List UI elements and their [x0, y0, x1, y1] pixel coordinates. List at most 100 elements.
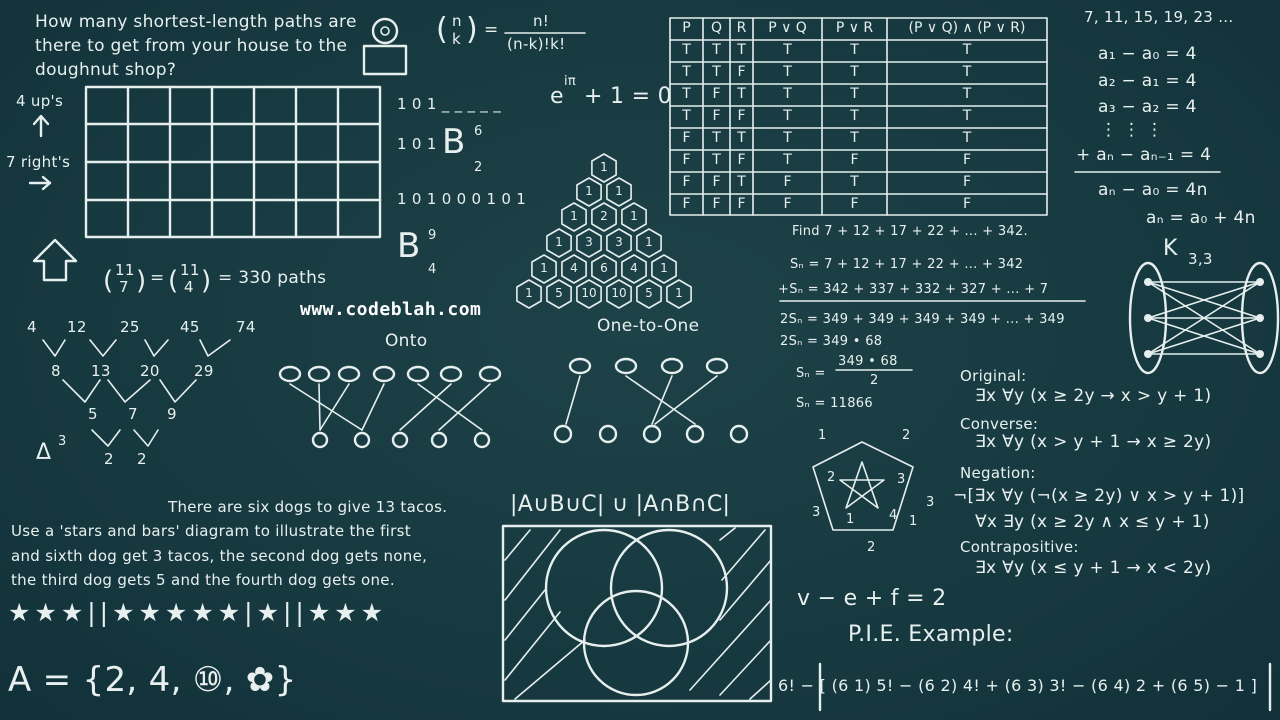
pentagon-number: 3	[897, 472, 906, 487]
pascal-cell: 1	[660, 261, 668, 275]
pascal-cell: 1	[615, 184, 623, 198]
truth-table-cell: F	[850, 196, 859, 212]
truth-table-cell: T	[783, 152, 792, 168]
one-to-one-mapping	[553, 357, 749, 444]
choose-bottom: k	[452, 30, 461, 48]
truth-table-cell: F	[737, 108, 746, 124]
sequence-line: aₙ − a₀ = 4n	[1098, 180, 1208, 200]
binary-string-3: 1 0 1 0 0 0 1 0 1	[397, 190, 527, 208]
sequence-line: a₁ − a₀ = 4	[1098, 44, 1197, 64]
pentagon-star	[812, 441, 914, 531]
truth-table-cell: T	[962, 86, 972, 102]
truth-table-header: P ∨ Q	[768, 20, 807, 36]
binom1-bottom: 7	[119, 278, 129, 296]
sequence-line: a₃ − a₂ = 4	[1098, 97, 1197, 117]
logic-converse-label: Converse:	[960, 415, 1039, 433]
pascal-hexagon	[666, 279, 692, 309]
pascal-cell: 3	[585, 235, 593, 249]
k33-graph	[1128, 261, 1280, 375]
up-arrow-icon	[32, 114, 50, 138]
truth-table-cell: T	[962, 42, 972, 58]
pascal-cell: 2	[600, 209, 608, 223]
truth-table-cell: T	[712, 64, 721, 80]
truth-table-cell: T	[737, 174, 746, 190]
pascal-hexagon	[606, 279, 632, 309]
pascal-cell: 6	[600, 261, 608, 275]
truth-table-cell: T	[850, 174, 859, 190]
sequence-line: a₂ − a₁ = 4	[1098, 71, 1197, 91]
diff-value: 4	[27, 318, 37, 336]
truth-table-cell: F	[783, 174, 792, 190]
delta-symbol: Δ	[36, 440, 52, 465]
venn-diagram	[501, 524, 773, 703]
pie-expression: 6! − [ (6 1) 5! − (6 2) 4! + (6 3) 3! − …	[778, 676, 1258, 695]
sequence-title: 7, 11, 15, 19, 23 ...	[1084, 8, 1234, 26]
pentagon-number: 1	[846, 512, 855, 527]
binom-close-2: )	[201, 266, 212, 296]
choose-close: )	[466, 12, 479, 47]
truth-table-cell: T	[783, 42, 792, 58]
pascal-hexagon	[621, 202, 647, 232]
pascal-cell: 1	[645, 235, 653, 249]
delta-superscript: 3	[58, 434, 67, 449]
pentagon-number: 1	[818, 428, 827, 443]
pascal-hexagon	[546, 279, 572, 309]
choose-open: (	[436, 12, 449, 47]
truth-table-cell: F	[682, 196, 691, 212]
truth-table-lines	[669, 17, 1048, 216]
binom2-top: 11	[180, 261, 200, 279]
pentagon-number: 2	[902, 428, 911, 443]
truth-table-header: P ∨ R	[835, 20, 874, 36]
pascal-hexagon	[621, 254, 647, 284]
set-a: A = {2, 4, ⑩, ✿}	[8, 660, 297, 700]
logic-negation-label: Negation:	[960, 464, 1036, 482]
pascal-hexagon	[636, 228, 662, 258]
diff-value: 2	[104, 450, 114, 468]
pascal-hexagon	[576, 177, 602, 207]
rights-label: 7 right's	[6, 153, 71, 171]
diff-value: 45	[180, 318, 200, 336]
sum-line: +Sₙ = 342 + 337 + 332 + 327 + ... + 7	[778, 282, 1049, 297]
pascal-cell: 5	[555, 286, 563, 300]
truth-table-cell: T	[962, 108, 972, 124]
sequence-line: + aₙ − aₙ₋₁ = 4	[1076, 145, 1212, 165]
pascal-hexagon	[576, 228, 602, 258]
pascal-hexagon	[561, 254, 587, 284]
truth-table-cell: T	[962, 130, 972, 146]
truth-table-cell: F	[712, 174, 721, 190]
b-sup-2: 9	[428, 228, 437, 243]
watermark: www.codeblah.com	[300, 299, 482, 320]
truth-table-cell: F	[712, 108, 721, 124]
venn-expression: |A∪B∪C| ∪ |A∩B∩C|	[510, 492, 731, 517]
binom1-top: 11	[115, 261, 135, 279]
tacos-text-line: There are six dogs to give 13 tacos.	[168, 498, 448, 516]
pascal-cell: 4	[630, 261, 638, 275]
pascal-hexagon	[606, 228, 632, 258]
ups-label: 4 up's	[16, 92, 64, 110]
truth-table-header: Q	[710, 20, 723, 36]
logic-contrapositive: ∃x ∀y (x ≤ y + 1 → x < 2y)	[975, 558, 1212, 578]
logic-original: ∃x ∀y (x ≥ 2y → x > y + 1)	[975, 386, 1212, 406]
truth-table-cell: F	[682, 130, 691, 146]
truth-table-cell: T	[850, 108, 859, 124]
euler-exponent: iπ	[564, 74, 577, 89]
b-sub-2: 4	[428, 262, 437, 277]
truth-table-cell: T	[850, 42, 859, 58]
k33-subscript: 3,3	[1188, 250, 1213, 268]
truth-table-cell: T	[682, 108, 691, 124]
doughnut-question-line3: doughnut shop?	[35, 60, 177, 80]
pentagon-number: 3	[812, 505, 821, 520]
euler-e: e	[550, 84, 564, 109]
doughnut-question-line2: there to get from your house to the	[35, 36, 348, 56]
onto-mapping	[278, 365, 502, 449]
diff-value: 7	[128, 405, 138, 423]
k33-label: K	[1163, 236, 1178, 261]
binom-close-1: )	[136, 266, 147, 296]
sum-line: Sₙ =	[796, 366, 826, 381]
pascal-cell: 1	[525, 286, 533, 300]
pascal-hexagon	[636, 279, 662, 309]
pascal-cell: 1	[540, 261, 548, 275]
truth-table-cell: F	[712, 196, 721, 212]
pascal-hexagon	[591, 153, 617, 183]
